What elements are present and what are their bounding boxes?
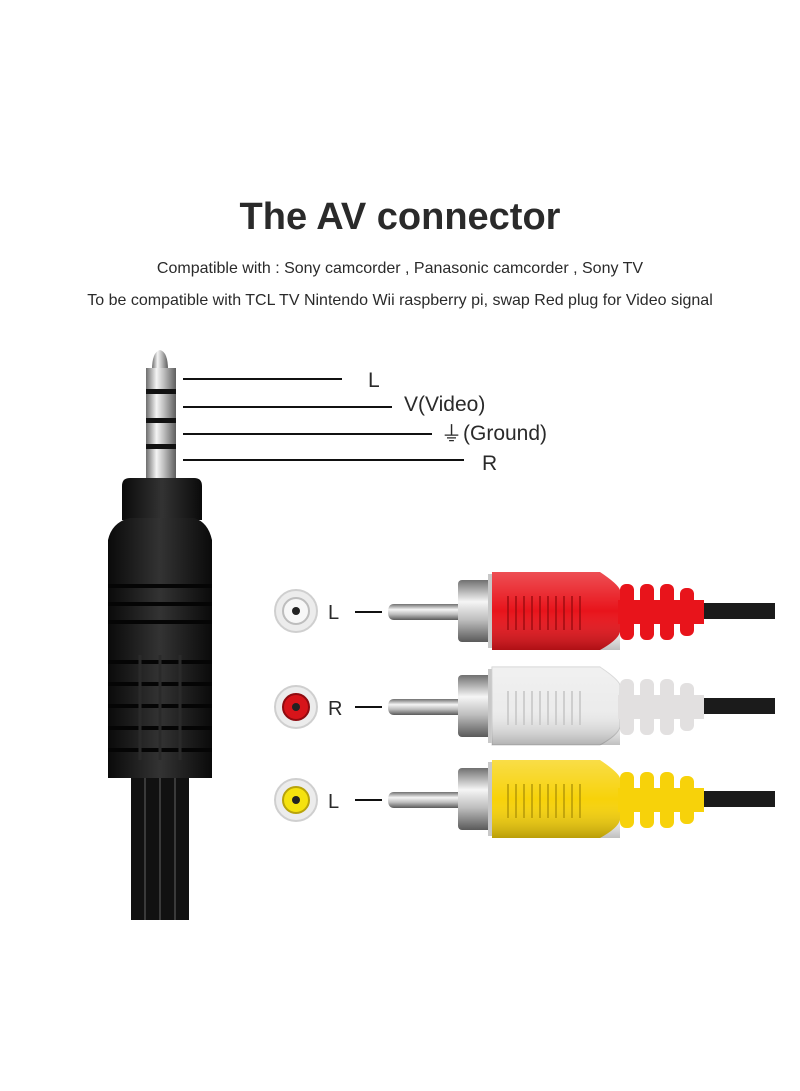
jack-metal-shaft	[146, 368, 176, 480]
rca-label-2: R	[328, 698, 342, 720]
rca-label-1: L	[328, 602, 339, 624]
pin-label-video: V(Video)	[404, 393, 485, 416]
rca-plug-white: R	[274, 666, 775, 746]
rca-plug-red: L	[274, 572, 775, 650]
trrs-jack-plug	[108, 350, 212, 920]
jack-black-housing	[108, 518, 212, 778]
pin-label-left: L	[368, 369, 380, 392]
rca-plug-yellow: L	[274, 760, 775, 838]
swap-instruction-text: To be compatible with TCL TV Nintendo Wi…	[87, 292, 713, 309]
diagram-title: The AV connector	[239, 196, 561, 238]
compatible-devices-text: Compatible with : Sony camcorder , Panas…	[156, 260, 644, 277]
pin-label-ground: (Ground)	[463, 422, 547, 445]
rca-label-3: L	[328, 791, 339, 813]
ground-icon: ⏚	[441, 423, 462, 446]
pin-leader-lines	[183, 378, 464, 461]
pin-label-right: R	[482, 452, 497, 475]
